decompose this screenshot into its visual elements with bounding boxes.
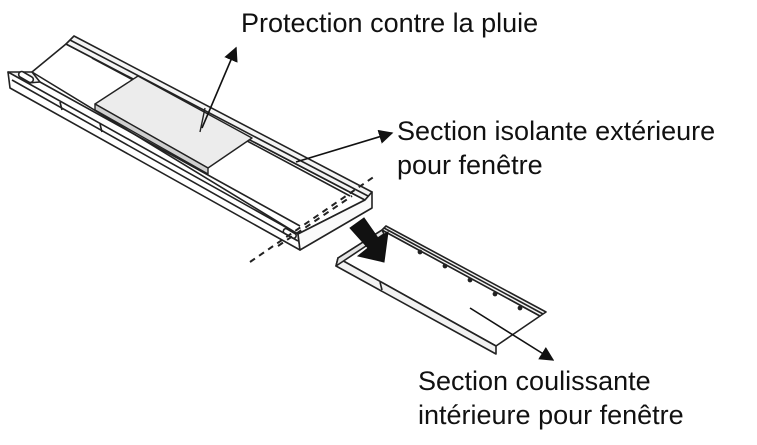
rain-protection-panel	[94, 75, 253, 175]
inner-sliding-section	[335, 225, 547, 355]
insertion-arrow	[349, 217, 389, 263]
leader-outer-section	[295, 129, 394, 163]
leader-rain-protection	[201, 46, 238, 129]
assembly-guide-lines	[249, 175, 376, 263]
label-inner-section-line-2: intérieure pour fenêtre	[418, 400, 684, 430]
label-rain-protection-text: Protection contre la pluie	[241, 8, 539, 38]
label-outer-section-line-2: pour fenêtre	[397, 150, 543, 180]
label-rain-protection: Protection contre la pluie	[241, 6, 538, 40]
label-inner-section: Section coulissante intérieure pour fenê…	[418, 364, 684, 432]
leader-inner-section	[469, 307, 555, 361]
label-leaders	[201, 46, 555, 361]
label-inner-section-line-1: Section coulissante	[418, 366, 651, 396]
label-outer-section: Section isolante extérieure pour fenêtre	[397, 114, 715, 182]
label-outer-section-line-1: Section isolante extérieure	[397, 116, 716, 146]
